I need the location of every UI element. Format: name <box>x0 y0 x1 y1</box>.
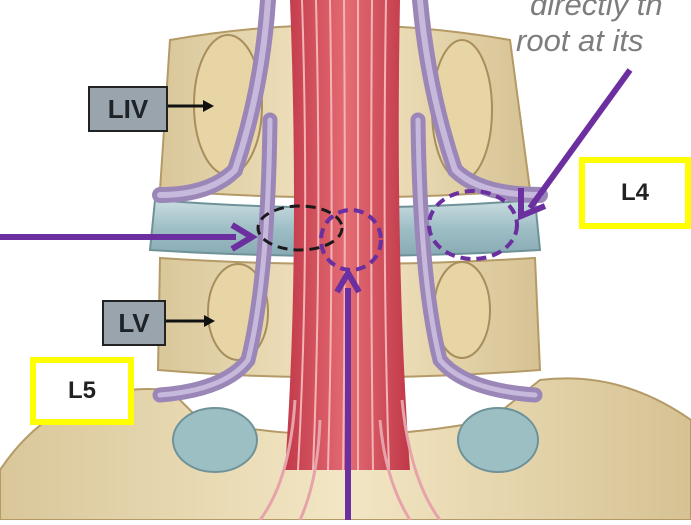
label-lv: LV <box>102 300 166 346</box>
caption-line-1: directly th <box>530 0 663 23</box>
label-l5: L5 <box>30 357 134 425</box>
label-liv: LIV <box>88 86 168 132</box>
caption-line-2: root at its <box>516 23 644 59</box>
label-l4: L4 <box>579 157 691 229</box>
